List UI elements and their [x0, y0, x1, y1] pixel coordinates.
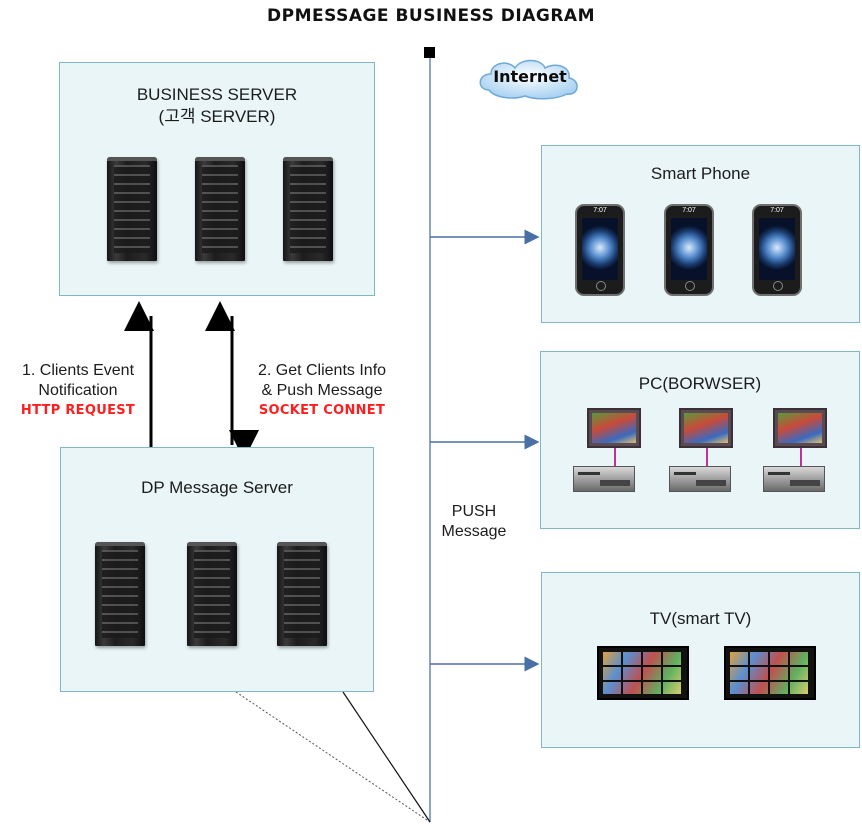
phone-clock: 7:07 [682, 207, 696, 214]
socket-caption: 2. Get Clients Info & Push Message SOCKE… [242, 361, 402, 421]
business-server-title: BUSINESS SERVER [136, 85, 298, 104]
smart-tv-icon [597, 646, 689, 700]
internet-label: Internet [493, 67, 567, 86]
server-icon [107, 157, 157, 261]
socket-caption-line2: & Push Message [261, 382, 383, 399]
http-request-caption: 1. Clients Event Notification HTTP REQUE… [8, 361, 148, 421]
pc-tower-icon [573, 466, 635, 492]
server-icon [95, 542, 145, 646]
dp-server-link-dotted [235, 691, 431, 823]
smartphone-icon: 7:07 [664, 204, 714, 296]
http-request-protocol: HTTP REQUEST [20, 403, 136, 418]
business-server-box: BUSINESS SERVER (고객 SERVER) [59, 62, 375, 296]
server-icon [195, 157, 245, 261]
push-message-line1: PUSH [451, 503, 497, 520]
smartphone-box: Smart Phone 7:07 7:07 7:07 [541, 145, 860, 323]
smartphone-title: Smart Phone [650, 164, 751, 183]
socket-protocol: SOCKET CONNET [258, 403, 386, 418]
smartphone-icon: 7:07 [752, 204, 802, 296]
dp-server-link-solid [342, 691, 431, 823]
pc-title: PC(BORWSER) [638, 374, 762, 393]
tv-title: TV(smart TV) [649, 609, 752, 628]
server-icon [187, 542, 237, 646]
cloud-icon [479, 59, 578, 100]
server-icon [277, 542, 327, 646]
monitor-icon [773, 408, 827, 448]
tv-box: TV(smart TV) [541, 572, 860, 748]
push-message-line2: Message [441, 523, 507, 540]
http-request-caption-line1: 1. Clients Event [21, 362, 135, 379]
business-server-subtitle: (고객 SERVER) [158, 107, 276, 126]
pc-tower-icon [669, 466, 731, 492]
smart-tv-icon [724, 646, 816, 700]
push-message-caption: PUSH Message [424, 502, 524, 542]
phone-clock: 7:07 [770, 207, 784, 214]
http-request-caption-line2: Notification [38, 382, 118, 399]
dp-message-server-title: DP Message Server [141, 478, 293, 497]
internet-cloud: Internet [475, 54, 585, 102]
diagram-title: DPMESSAGE BUSINESS DIAGRAM [267, 6, 595, 26]
pc-box: PC(BORWSER) [540, 351, 860, 529]
phone-clock: 7:07 [593, 207, 607, 214]
socket-caption-line1: 2. Get Clients Info [257, 362, 387, 379]
monitor-icon [679, 408, 733, 448]
smartphone-icon: 7:07 [575, 204, 625, 296]
monitor-icon [587, 408, 641, 448]
backbone-endpoint-square [424, 47, 435, 58]
dp-message-server-box: DP Message Server [60, 447, 374, 692]
pc-tower-icon [763, 466, 825, 492]
server-icon [283, 157, 333, 261]
